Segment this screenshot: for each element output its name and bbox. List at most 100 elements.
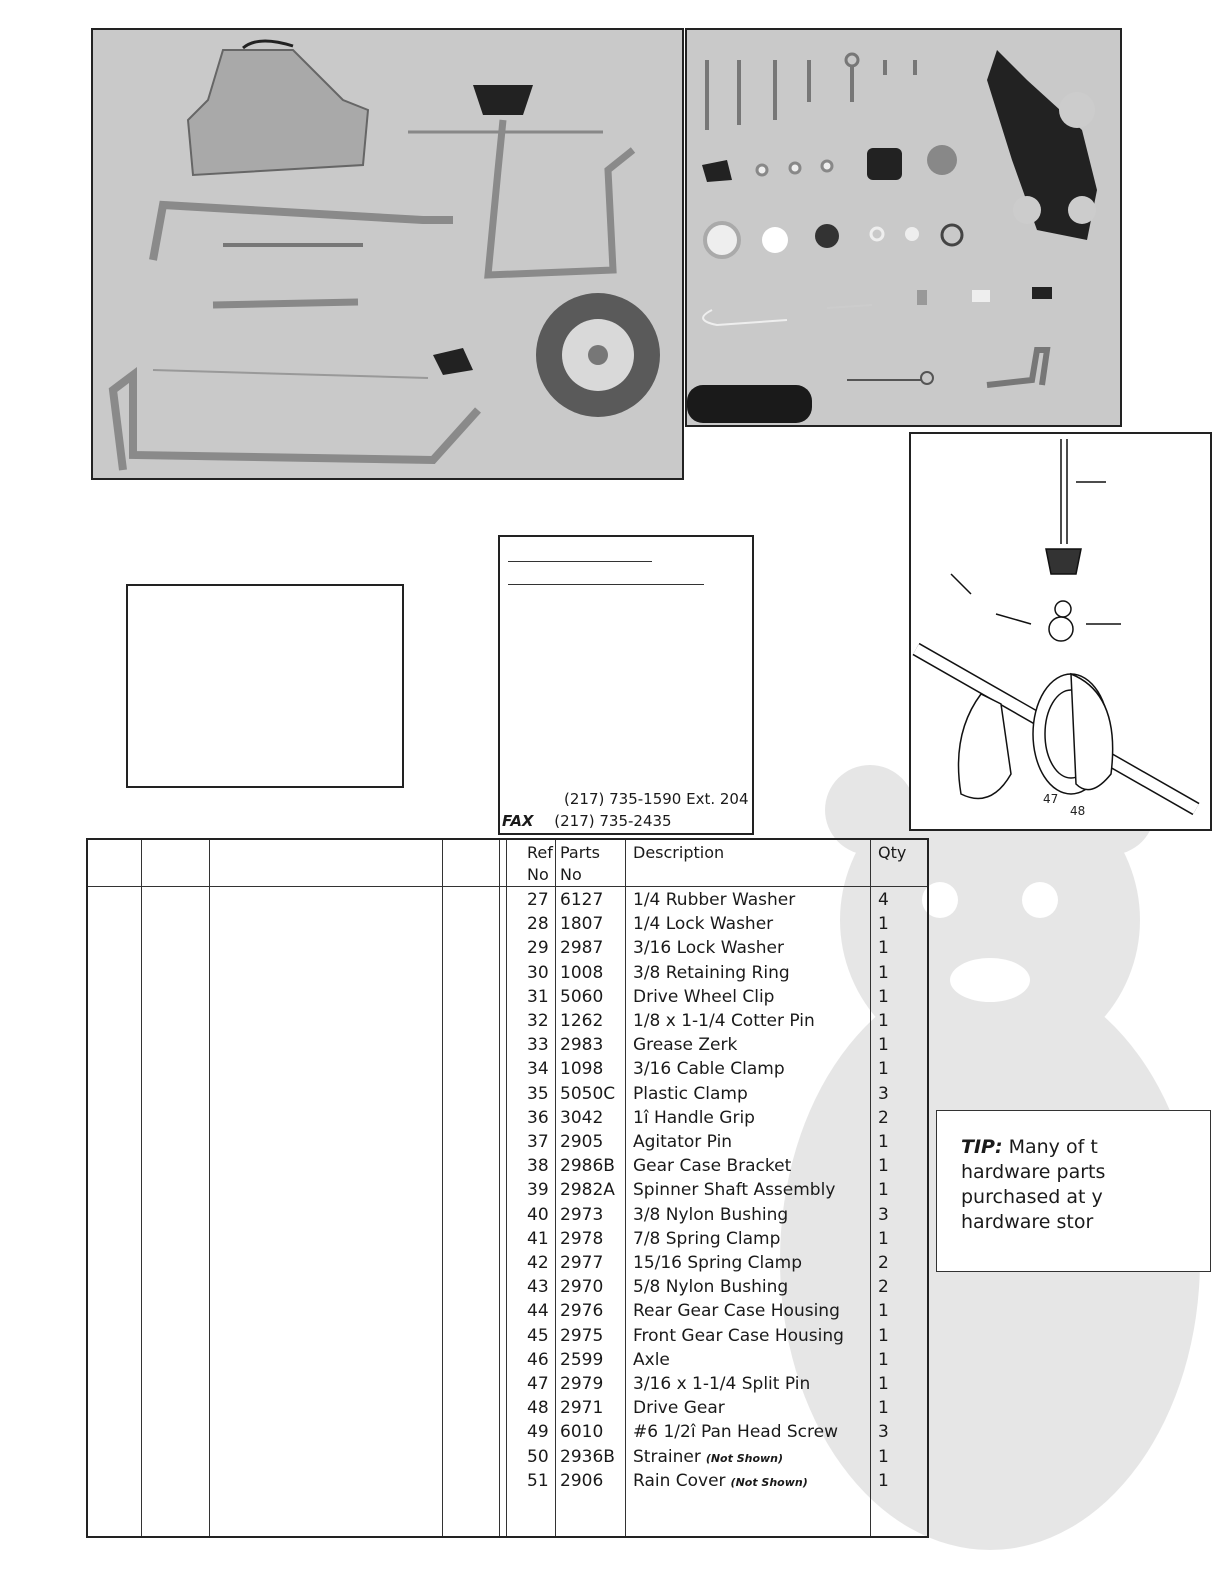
- ref-cell: 35: [527, 1083, 549, 1104]
- parts-no-cell: 2936B: [560, 1446, 615, 1467]
- parts-no-cell: 1262: [560, 1011, 604, 1031]
- description-cell: 15/16 Spring Clamp: [633, 1253, 803, 1273]
- table-row: 32 1262 1/8 x 1-1/4 Cotter Pin 1: [88, 1009, 931, 1033]
- description-cell: 1/4 Rubber Washer: [633, 890, 796, 910]
- description-text: Strainer: [633, 1446, 701, 1467]
- table-row: 36 3042 1î Handle Grip 2: [88, 1106, 931, 1130]
- parts-no-cell: 5050C: [560, 1083, 616, 1104]
- parts-no-cell: 1807: [560, 914, 604, 935]
- description-cell: 3/8 Nylon Bushing: [633, 1204, 789, 1225]
- ref-cell: 41: [527, 1228, 549, 1249]
- ref-cell: 45: [527, 1325, 549, 1346]
- qty-cell: 2: [878, 1277, 889, 1298]
- qty-cell: 2: [878, 1253, 889, 1273]
- qty-cell: 1: [878, 1349, 889, 1370]
- description-cell: 3/16 x 1-1/4 Split Pin: [633, 1374, 811, 1394]
- spinner-part: [473, 85, 533, 115]
- hopper-part: [186, 49, 370, 177]
- description-cell: 1î Handle Grip: [633, 1107, 755, 1128]
- tip-line-2: hardware parts: [961, 1161, 1106, 1183]
- ref-cell: 38: [527, 1156, 549, 1177]
- qty-cell: 1: [878, 1470, 889, 1491]
- qty-cell: 1: [878, 1398, 889, 1419]
- qty-cell: 1: [878, 962, 889, 983]
- parts-no-cell: 2973: [560, 1204, 604, 1225]
- qty-cell: 3: [878, 1204, 889, 1225]
- qty-cell: 1: [878, 1228, 889, 1249]
- parts-no-cell: 3042: [560, 1107, 604, 1128]
- qty-cell: 1: [878, 1011, 889, 1031]
- parts-no-cell: 2599: [560, 1349, 604, 1370]
- qty-cell: 1: [878, 1180, 889, 1201]
- parts-no-cell: 2971: [560, 1398, 604, 1419]
- qty-cell: 3: [878, 1422, 889, 1443]
- tip-label: TIP:: [961, 1136, 1003, 1158]
- ref-cell: 31: [527, 986, 549, 1007]
- ref-cell: 44: [527, 1301, 549, 1322]
- qty-cell: 1: [878, 1132, 889, 1152]
- contact-underline-1: [508, 561, 652, 562]
- ref-cell: 29: [527, 938, 549, 959]
- description-cell: Front Gear Case Housing: [633, 1325, 844, 1346]
- not-shown-note: (Not Shown): [730, 1475, 808, 1489]
- handle-grip-part: [687, 385, 812, 423]
- parts-no-cell: 2976: [560, 1301, 604, 1322]
- parts-no-cell: 5060: [560, 986, 604, 1007]
- description-cell: 3/16 Lock Washer: [633, 938, 784, 959]
- qty-cell: 1: [878, 1374, 889, 1394]
- fax-label: FAX: [502, 812, 534, 830]
- ref-cell: 48: [527, 1398, 549, 1419]
- description-cell: Drive Wheel Clip: [633, 986, 775, 1007]
- description-cell: #6 1/2î Pan Head Screw: [633, 1422, 839, 1443]
- tip-line-1: Many of t: [1002, 1136, 1098, 1158]
- components-photo: [91, 28, 684, 480]
- ref-cell: 42: [527, 1253, 549, 1273]
- ref-cell: 36: [527, 1107, 549, 1128]
- parts-no-cell: 2905: [560, 1132, 604, 1152]
- tip-line-3: purchased at y: [961, 1186, 1103, 1208]
- contact-underline-2: [508, 584, 704, 585]
- parts-no-cell: 2979: [560, 1374, 604, 1394]
- parts-no-cell: 2987: [560, 938, 604, 959]
- ref-cell: 37: [527, 1132, 549, 1152]
- phone-number: (217) 735-1590 Ext. 204: [564, 790, 749, 808]
- ref-cell: 39: [527, 1180, 549, 1201]
- parts-no-cell: 2978: [560, 1228, 604, 1249]
- ref-cell: 32: [527, 1011, 549, 1031]
- qty-cell: 1: [878, 914, 889, 935]
- ref-cell: 28: [527, 914, 549, 935]
- qty-cell: 4: [878, 890, 889, 910]
- description-cell: Plastic Clamp: [633, 1083, 748, 1104]
- header-qty: Qty: [878, 843, 907, 862]
- deflector-part: [987, 50, 1097, 240]
- description-cell: 1/8 x 1-1/4 Cotter Pin: [633, 1011, 815, 1031]
- qty-cell: 2: [878, 1107, 889, 1128]
- ref-cell: 33: [527, 1035, 549, 1056]
- contact-panel: (217) 735-1590 Ext. 204 FAX (217) 735-24…: [498, 535, 754, 835]
- description-cell: 5/8 Nylon Bushing: [633, 1277, 789, 1298]
- parts-no-cell: 2970: [560, 1277, 604, 1298]
- parts-no-cell: 1098: [560, 1059, 604, 1080]
- hardware-photo: [685, 28, 1122, 427]
- tip-box: TIP: Many of t hardware parts purchased …: [936, 1110, 1211, 1272]
- qty-cell: 1: [878, 1325, 889, 1346]
- ref-cell: 49: [527, 1422, 549, 1443]
- description-cell: Spinner Shaft Assembly: [633, 1180, 836, 1201]
- ref-cell: 46: [527, 1349, 549, 1370]
